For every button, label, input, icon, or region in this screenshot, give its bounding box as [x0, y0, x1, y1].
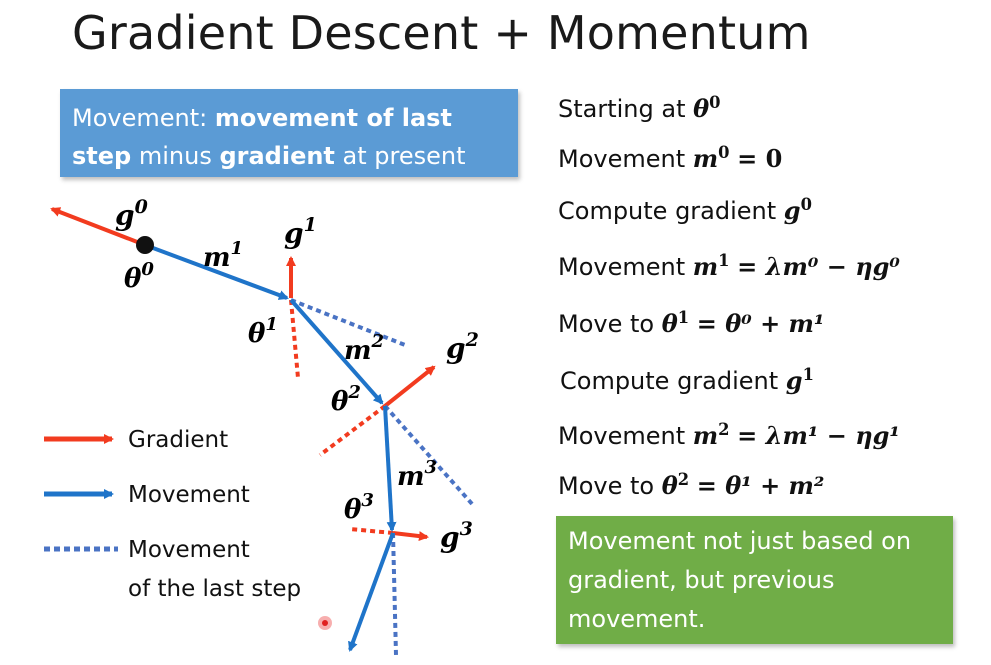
gradient-arrow-g2	[383, 365, 436, 408]
movement-arrow-m3	[383, 405, 397, 532]
step-8-math: θ	[661, 471, 678, 500]
neg-gradient-dotted-1	[289, 299, 300, 379]
step-1-text: Starting at	[558, 95, 694, 123]
step-7: Movement m2 = λm¹ − ηg¹	[558, 421, 900, 450]
step-3: Compute gradient g0	[558, 196, 812, 225]
last-step-dotted-2	[383, 404, 475, 507]
definition-text-3: at present	[334, 142, 466, 170]
definition-text: Movement:	[72, 104, 215, 132]
label-g3: g3	[440, 518, 473, 554]
step-4-sup: 1	[718, 251, 730, 271]
step-7-math: m	[692, 421, 719, 450]
definition-bold-1: movement of last step	[72, 104, 452, 170]
last-step-dotted-3	[391, 532, 398, 656]
definition-bold-2: gradient	[219, 142, 335, 170]
cursor-indicator-core	[322, 620, 328, 626]
step-2-formula: = 0	[737, 144, 783, 173]
page-title: Gradient Descent + Momentum	[72, 6, 811, 60]
step-4-formula: = λm⁰ − ηg⁰	[737, 252, 900, 281]
step-4-math: m	[692, 252, 719, 281]
step-6-sup: 1	[802, 365, 814, 385]
neg-gradient-dotted-3	[349, 527, 394, 535]
definition-text-2: minus	[131, 142, 220, 170]
step-7-formula: = λm¹ − ηg¹	[737, 421, 900, 450]
step-8: Move to θ2 = θ¹ + m²	[558, 471, 824, 500]
movement-arrow-m4	[348, 532, 395, 652]
step-2-sup: 0	[718, 143, 730, 163]
step-1: Starting at θ0	[558, 94, 721, 123]
step-3-sup: 0	[800, 195, 812, 215]
label-theta1: θ1	[248, 314, 278, 349]
step-5-text: Move to	[558, 310, 662, 338]
step-5-sup: 1	[677, 308, 690, 328]
start-point	[136, 236, 154, 254]
step-3-math: g	[783, 196, 801, 225]
gradient-arrow-g0	[50, 207, 146, 247]
step-5: Move to θ1 = θ⁰ + m¹	[558, 309, 824, 338]
step-8-sup: 2	[677, 470, 690, 490]
label-g2: g2	[446, 329, 479, 365]
step-5-formula: = θ⁰ + m¹	[696, 309, 825, 338]
label-m1: m1	[203, 238, 243, 273]
step-4-text: Movement	[558, 253, 693, 281]
step-3-text: Compute gradient	[558, 197, 784, 225]
gradient-arrow-g3	[392, 531, 429, 542]
step-7-sup: 2	[718, 420, 730, 440]
movement-arrow-m2	[289, 298, 384, 405]
legend-last-step-label-1: Movement	[128, 537, 250, 563]
step-6: Compute gradient g1	[560, 366, 814, 395]
step-5-math: θ	[661, 309, 678, 338]
step-6-math: g	[785, 366, 803, 395]
step-2-text: Movement	[558, 145, 693, 173]
step-6-text: Compute gradient	[560, 367, 786, 395]
label-theta2: θ2	[331, 382, 361, 417]
step-7-text: Movement	[558, 422, 693, 450]
label-theta0: θ0	[124, 259, 154, 294]
legend-gradient-label: Gradient	[128, 427, 228, 453]
step-4: Movement m1 = λm⁰ − ηg⁰	[558, 252, 900, 281]
movement-arrow-m1	[144, 243, 289, 300]
last-step-dotted-1	[290, 298, 406, 347]
legend-movement-label: Movement	[128, 482, 250, 508]
label-m2: m2	[344, 331, 384, 366]
label-g1: g1	[284, 214, 317, 250]
label-g0: g0	[115, 196, 148, 232]
label-m3: m3	[397, 457, 437, 492]
step-1-sup: 0	[709, 93, 721, 113]
movement-definition-box: Movement: movement of last step minus gr…	[60, 89, 518, 177]
step-8-formula: = θ¹ + m²	[696, 471, 825, 500]
momentum-note-box: Movement not just based on gradient, but…	[556, 516, 953, 644]
step-8-text: Move to	[558, 472, 662, 500]
label-theta3: θ3	[344, 490, 374, 525]
step-2: Movement m0 = 0	[558, 144, 782, 173]
neg-gradient-dotted-2	[318, 404, 387, 457]
step-1-math: θ	[693, 94, 710, 123]
legend-last-step-label-2: of the last step	[128, 576, 301, 602]
step-2-math: m	[692, 144, 719, 173]
